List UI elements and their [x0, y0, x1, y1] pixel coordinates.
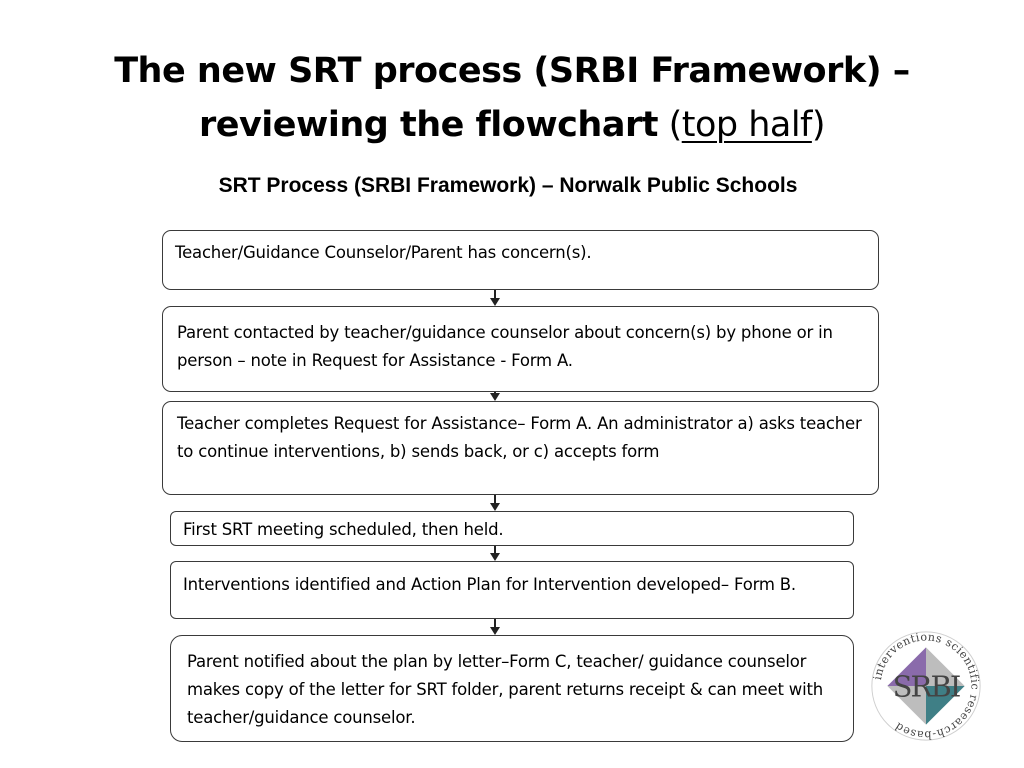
srbi-logo: interventions scientific research-based … — [871, 630, 981, 741]
top-half-link[interactable]: top half — [681, 105, 813, 145]
step-parent-notified-box: Parent notified about the plan by letter… — [170, 635, 854, 742]
step-parent-contacted-box: Parent contacted by teacher/guidance cou… — [162, 306, 879, 392]
step-interventions-box: Interventions identified and Action Plan… — [170, 561, 854, 619]
step-interventions-text: Interventions identified and Action Plan… — [183, 575, 796, 594]
logo-grey-quadrant — [926, 647, 965, 686]
logo-purple-quadrant — [887, 647, 926, 686]
logo-grey-quadrant-2 — [887, 686, 926, 725]
step-request-assistance-box: Teacher completes Request for Assistance… — [162, 401, 879, 495]
title-bold-text: reviewing the flowchart — [198, 105, 658, 145]
step-parent-contacted-text: Parent contacted by teacher/guidance cou… — [177, 323, 833, 370]
flow-arrow-3 — [490, 495, 500, 511]
title-line-1: The new SRT process (SRBI Framework) – — [114, 51, 910, 91]
step-parent-notified-text: Parent notified about the plan by letter… — [187, 652, 823, 727]
step-request-assistance-text: Teacher completes Request for Assistance… — [177, 414, 862, 461]
logo-srbi-text: SRBI — [893, 670, 960, 704]
flow-arrow-5 — [490, 619, 500, 635]
title-paren-close: ) — [811, 105, 826, 145]
title-line-2: reviewing the flowchart (top half) — [0, 98, 1024, 152]
step-srt-meeting-box: First SRT meeting scheduled, then held. — [170, 511, 854, 546]
title-paren-open: ( — [657, 105, 683, 145]
flow-arrow-4 — [490, 546, 500, 561]
slide-title: The new SRT process (SRBI Framework) – r… — [0, 44, 1024, 152]
logo-teal-quadrant — [926, 686, 965, 725]
flow-arrow-1 — [490, 290, 500, 306]
step-srt-meeting-text: First SRT meeting scheduled, then held. — [183, 520, 504, 539]
flowchart-subtitle: SRT Process (SRBI Framework) – Norwalk P… — [218, 174, 798, 197]
step-concern-text: Teacher/Guidance Counselor/Parent has co… — [175, 243, 592, 262]
step-concern-box: Teacher/Guidance Counselor/Parent has co… — [162, 230, 879, 290]
logo-diamond — [887, 647, 965, 725]
flow-arrow-2 — [490, 392, 500, 401]
